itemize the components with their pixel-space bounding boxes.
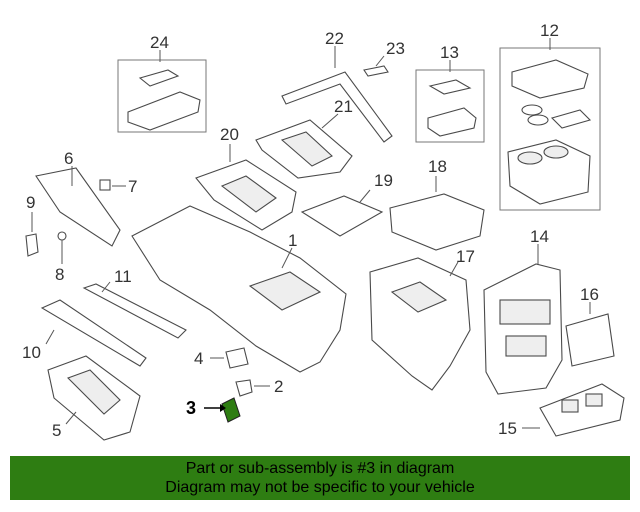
- part-13-tray: [427, 107, 477, 137]
- part-4-group: 4: [194, 347, 249, 369]
- callout-24: 24: [150, 33, 169, 52]
- part-16-panel: [565, 313, 615, 367]
- callout-10: 10: [22, 343, 41, 362]
- part-12-tray: [511, 59, 589, 99]
- callout-14: 14: [530, 227, 549, 246]
- callout-17: 17: [456, 247, 475, 266]
- part-15-vent-right: [585, 393, 603, 407]
- part-9-group: 9: [25, 193, 39, 257]
- part-10-trim: [40, 299, 147, 367]
- part-2-bolt: [235, 379, 253, 397]
- part-12-ring-a: [521, 104, 543, 116]
- banner-line-1: Part or sub-assembly is #3 in diagram: [185, 460, 455, 477]
- part-15-group: 15: [498, 383, 625, 438]
- callout-6: 6: [64, 149, 73, 168]
- banner-line-2: Diagram may not be specific to your vehi…: [165, 479, 475, 496]
- part-10-group: 10: [22, 299, 147, 367]
- part-17-group: 17: [369, 247, 475, 391]
- part-14-group: 14: [483, 227, 563, 395]
- callout-11: 11: [114, 267, 132, 286]
- part-6-group: 6: [35, 149, 121, 247]
- part-24-group: 24: [117, 33, 207, 133]
- part-16-group: 16: [565, 285, 615, 367]
- part-14-panel: [483, 263, 563, 395]
- callout-9: 9: [26, 193, 35, 212]
- callout-22: 22: [325, 29, 344, 48]
- part-18-group: 18: [389, 157, 485, 251]
- callout-3: 3: [186, 398, 196, 418]
- part-12-cup-a: [517, 151, 543, 165]
- info-banner: Part or sub-assembly is #3 in diagram Di…: [10, 456, 630, 500]
- part-24-box: [117, 59, 207, 133]
- parts-diagram: 24 22 23 21 20 13: [22, 21, 625, 441]
- part-13-mat: [428, 79, 472, 95]
- part-21-group: 21: [255, 97, 353, 179]
- part-9-cap: [25, 233, 39, 257]
- part-12-group: 12: [499, 21, 601, 211]
- part-22-group: 22: [281, 29, 393, 143]
- part-14-vent: [499, 299, 551, 325]
- part-24-mat: [138, 69, 180, 87]
- part-20-group: 20: [195, 125, 297, 231]
- callout-8: 8: [55, 265, 64, 284]
- part-14-switch: [505, 335, 547, 357]
- callout-19: 19: [374, 171, 393, 190]
- part-15-vent-assembly: [539, 383, 625, 437]
- part-1-group: 1: [131, 205, 347, 373]
- part-7-group: 7: [99, 177, 137, 196]
- callout-21: 21: [334, 97, 353, 116]
- part-17-opening: [390, 281, 448, 313]
- part-7-clip: [99, 179, 111, 191]
- callout-5: 5: [52, 421, 61, 440]
- part-24-tray: [127, 91, 201, 131]
- part-1-console: [131, 205, 347, 373]
- callout-12: 12: [540, 21, 559, 40]
- part-4-bracket: [225, 347, 249, 369]
- part-12-ring-b: [527, 114, 549, 126]
- callout-13: 13: [440, 43, 459, 62]
- callout-23: 23: [386, 39, 405, 58]
- callout-2: 2: [274, 377, 283, 396]
- part-21-opening: [280, 131, 333, 167]
- callout-15: 15: [498, 419, 517, 438]
- part-12-mat: [550, 109, 592, 129]
- part-3-highlighted: [221, 397, 241, 423]
- part-11-group: 11: [82, 267, 187, 339]
- callout-18: 18: [428, 157, 447, 176]
- part-2-group: 2: [235, 377, 283, 397]
- part-11-strip: [82, 283, 187, 339]
- part-19-group: 19: [300, 171, 393, 237]
- callout-20: 20: [220, 125, 239, 144]
- part-22-trim: [281, 71, 393, 143]
- part-15-vent-left: [561, 399, 579, 413]
- callout-4: 4: [194, 349, 203, 368]
- part-1-opening: [248, 271, 322, 311]
- part-20-opening: [220, 175, 277, 213]
- part-23-group: 23: [363, 39, 405, 77]
- part-8-group: 8: [55, 231, 67, 284]
- part-12-cup-b: [543, 145, 569, 159]
- part-13-group: 13: [415, 43, 485, 143]
- part-18-armrest: [389, 193, 485, 251]
- part-6-panel: [35, 167, 121, 247]
- part-17-bracket: [369, 257, 471, 391]
- part-5-group: 5: [47, 355, 141, 441]
- part-19-frame: [300, 195, 384, 237]
- part-5-recess: [67, 369, 121, 415]
- callout-1: 1: [288, 231, 297, 250]
- callout-7: 7: [128, 177, 137, 196]
- part-8-screw: [57, 231, 67, 241]
- part-23-clip: [363, 65, 389, 77]
- part-3-group: 3: [186, 397, 241, 423]
- callout-16: 16: [580, 285, 599, 304]
